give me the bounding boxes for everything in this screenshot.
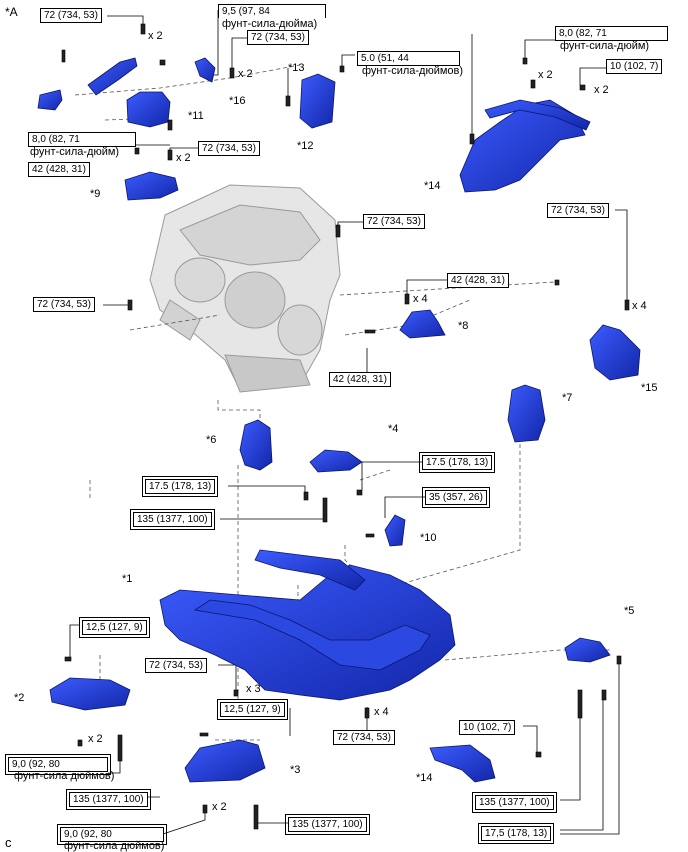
part-label-3: *3 [290, 764, 301, 776]
part-label-1: *1 [122, 573, 133, 585]
torque-label: 72 (734, 53) [363, 214, 425, 229]
quantity-label: x 2 [538, 69, 553, 81]
part-label-10: *10 [420, 532, 437, 544]
torque-label: 17.5 (178, 13) [141, 476, 219, 497]
torque-label: 72 (734, 53) [547, 203, 609, 218]
quantity-label: x 2 [148, 30, 163, 42]
torque-label: 135 (1377, 100) [66, 789, 151, 810]
torque-label: 72 (734, 53) [145, 658, 207, 673]
quantity-label: x 3 [246, 683, 261, 695]
torque-label: 5.0 (51, 44 [357, 51, 460, 66]
torque-label: 42 (428, 31) [447, 273, 509, 288]
part-label-13: *13 [288, 62, 305, 74]
quantity-label: x 2 [176, 152, 191, 164]
part-label-6: *6 [206, 434, 217, 446]
part-label-5: *5 [624, 605, 635, 617]
quantity-label: x 2 [212, 801, 227, 813]
part-label-12: *12 [297, 140, 314, 152]
part-label-7: *7 [562, 392, 573, 404]
view-label: *A [5, 5, 18, 19]
quantity-label: x 4 [632, 300, 647, 312]
part-label-8: *8 [458, 320, 469, 332]
torque-label: 12,5 (127, 9) [217, 699, 288, 720]
torque-unit: фунт-сила-дюйм) [30, 146, 120, 158]
part-label-16: *16 [229, 95, 246, 107]
part-label-15: *15 [641, 382, 658, 394]
torque-label: 135 (1377, 100) [285, 814, 370, 835]
torque-label: 72 (734, 53) [40, 8, 102, 23]
torque-label: 35 (357, 26) [422, 487, 490, 508]
torque-label: 9,0 (92, 80 [57, 824, 167, 845]
torque-label: 10 (102, 7) [606, 59, 663, 74]
torque-label: 9,5 (97, 84 [218, 4, 326, 18]
torque-label: 135 (1377, 100) [472, 792, 557, 813]
torque-label: 12,5 (127, 9) [79, 617, 150, 638]
torque-unit: фунт-сила-дюймов) [362, 65, 464, 77]
torque-unit: фунт-сила-дюйма) [222, 18, 318, 30]
quantity-label: x 2 [88, 733, 103, 745]
torque-label: 72 (734, 53) [33, 297, 95, 312]
torque-value: 9,5 (97, 84 [222, 6, 270, 17]
torque-label: 72 (734, 53) [333, 730, 395, 745]
torque-label: 10 (102, 7) [459, 720, 516, 735]
torque-label: 42 (428, 31) [28, 162, 90, 177]
torque-unit: фунт-сила-дюйм) [560, 40, 650, 52]
corner-mark: c [5, 835, 12, 850]
quantity-label: x 2 [238, 68, 253, 80]
quantity-label: x 2 [594, 84, 609, 96]
part-label-9: *9 [90, 188, 101, 200]
blue-parts [37, 57, 641, 783]
torque-label: 8,0 (82, 71 [555, 26, 668, 41]
part-label-4: *4 [388, 423, 399, 435]
torque-label: 135 (1377, 100) [130, 509, 215, 530]
torque-label: 17,5 (178, 13) [477, 823, 555, 844]
bolts [61, 23, 630, 830]
part-label-14: *14 [416, 772, 433, 784]
quantity-label: x 4 [413, 293, 428, 305]
torque-unit: фунт-сила дюймов) [14, 770, 115, 782]
engine-illustration [149, 184, 341, 393]
part-label-2: *2 [14, 692, 25, 704]
torque-label: 72 (734, 53) [198, 141, 260, 156]
torque-label: 17.5 (178, 13) [418, 452, 496, 473]
torque-unit: фунт-сила дюймов) [64, 840, 165, 852]
part-label-11: *11 [188, 110, 204, 122]
quantity-label: x 4 [374, 706, 389, 718]
torque-label: 8,0 (82, 71 [28, 132, 136, 147]
torque-label: 9,0 (92, 80 [5, 754, 111, 775]
torque-label: 42 (428, 31) [329, 372, 391, 387]
part-label-14: *14 [424, 180, 441, 192]
torque-label: 72 (734, 53) [247, 30, 309, 45]
